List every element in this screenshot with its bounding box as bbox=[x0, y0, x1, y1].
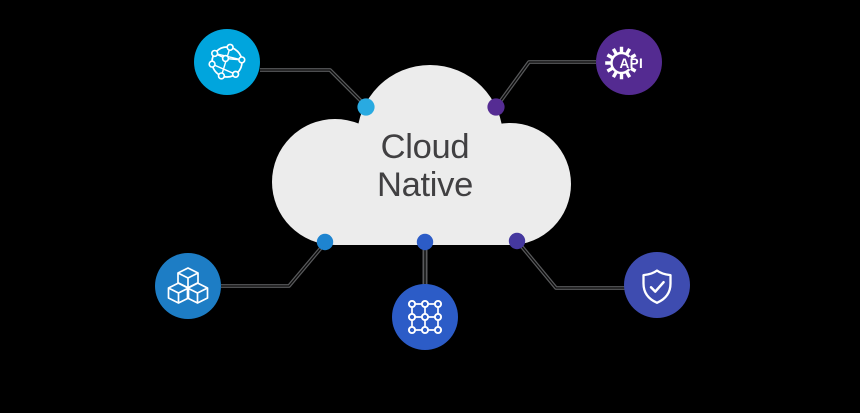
check-mark bbox=[649, 280, 665, 293]
api-gear-icon: API bbox=[605, 46, 644, 80]
cloud-base bbox=[335, 180, 510, 245]
shield-outline bbox=[642, 269, 672, 304]
connector-cubes bbox=[221, 240, 328, 288]
cloud-shape bbox=[272, 65, 571, 245]
network-nodes bbox=[208, 43, 246, 80]
node-circle-network bbox=[194, 29, 260, 95]
gear-ring bbox=[610, 51, 631, 75]
dot-grid bbox=[416, 233, 434, 251]
shield-check-icon bbox=[642, 269, 672, 304]
grid-nodes bbox=[407, 299, 443, 335]
connector-shield bbox=[516, 240, 625, 290]
stacked-cubes-icon bbox=[167, 267, 209, 304]
connector-line bbox=[495, 60, 596, 108]
connector-core bbox=[517, 241, 625, 289]
connector-api bbox=[495, 60, 596, 108]
connectors bbox=[221, 60, 625, 290]
dot-shield bbox=[508, 232, 526, 250]
dot-cubes bbox=[316, 233, 334, 251]
node-circle-shield bbox=[624, 252, 690, 318]
connector-line bbox=[221, 240, 328, 288]
dot-network bbox=[357, 98, 375, 116]
connector-core bbox=[496, 61, 596, 107]
node-circle-api bbox=[596, 29, 662, 95]
dot-api bbox=[487, 98, 505, 116]
gear-teeth bbox=[605, 46, 637, 80]
cube-bottom-right bbox=[186, 282, 209, 304]
connector-core bbox=[260, 69, 367, 107]
connector-network bbox=[260, 68, 368, 108]
cloud-title-line2: Native bbox=[377, 166, 473, 204]
cloud-title-line1: Cloud bbox=[381, 128, 470, 166]
network-sphere-icon bbox=[208, 43, 246, 80]
connector-core bbox=[221, 241, 327, 287]
connector-line bbox=[516, 240, 625, 290]
api-label: API bbox=[620, 56, 644, 71]
node-grid-icon bbox=[407, 299, 443, 335]
connector-line bbox=[260, 68, 368, 108]
